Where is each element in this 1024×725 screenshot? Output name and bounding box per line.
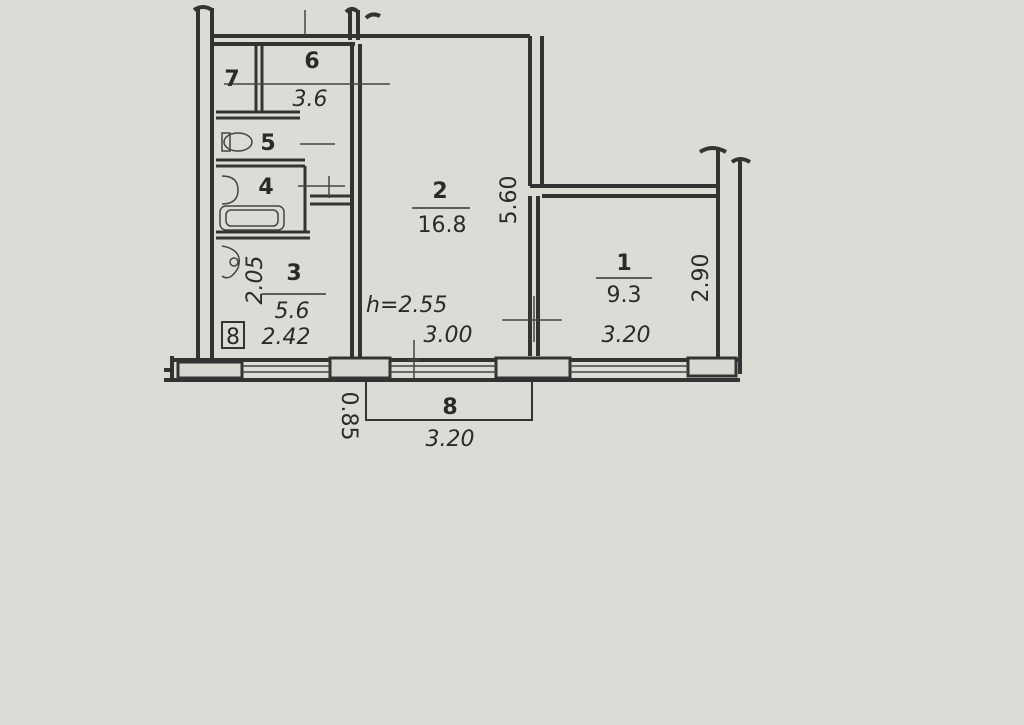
wet-zone-partitions (216, 44, 352, 240)
window-piers (176, 356, 738, 380)
fraction-bars (262, 207, 652, 295)
room-3-number: 3 (286, 261, 301, 286)
room-2-number: 2 (432, 179, 447, 204)
dim-room2-width: 3.00 (424, 323, 473, 348)
dim-balcony-width: 3.20 (426, 427, 475, 452)
room-7-number: 7 (224, 67, 239, 92)
room-1-number: 1 (616, 251, 631, 276)
room-1-area: 9.3 (607, 283, 642, 308)
balcony (365, 380, 533, 421)
stove-label: 8 (226, 325, 240, 350)
stove-icon (221, 321, 245, 349)
dim-balcony-depth: 0.85 (336, 392, 361, 441)
sink-icon (221, 245, 240, 279)
walls (164, 5, 752, 382)
washbasin-icon (221, 175, 239, 205)
room-6-area: 3.6 (293, 87, 328, 112)
room-5-number: 5 (260, 131, 275, 156)
room-4-number: 4 (258, 175, 273, 200)
dim-room1-height: 2.90 (689, 254, 714, 303)
dim-room2-length: 5.60 (497, 176, 522, 225)
toilet-icon (221, 132, 253, 152)
bathtub-icon (219, 205, 285, 231)
ceiling-height-label: h=2.55 (366, 293, 447, 318)
room-8-number: 8 (442, 395, 457, 420)
window-glazing (242, 365, 688, 373)
room-3-area: 5.6 (275, 299, 310, 324)
dimension-ticks (224, 10, 562, 378)
dim-room3-width: 2.42 (262, 325, 311, 350)
dim-room1-width: 3.20 (602, 323, 651, 348)
dim-room3-height: 2.05 (243, 256, 268, 305)
room-6-number: 6 (304, 49, 319, 74)
room-2-area: 16.8 (418, 213, 467, 238)
